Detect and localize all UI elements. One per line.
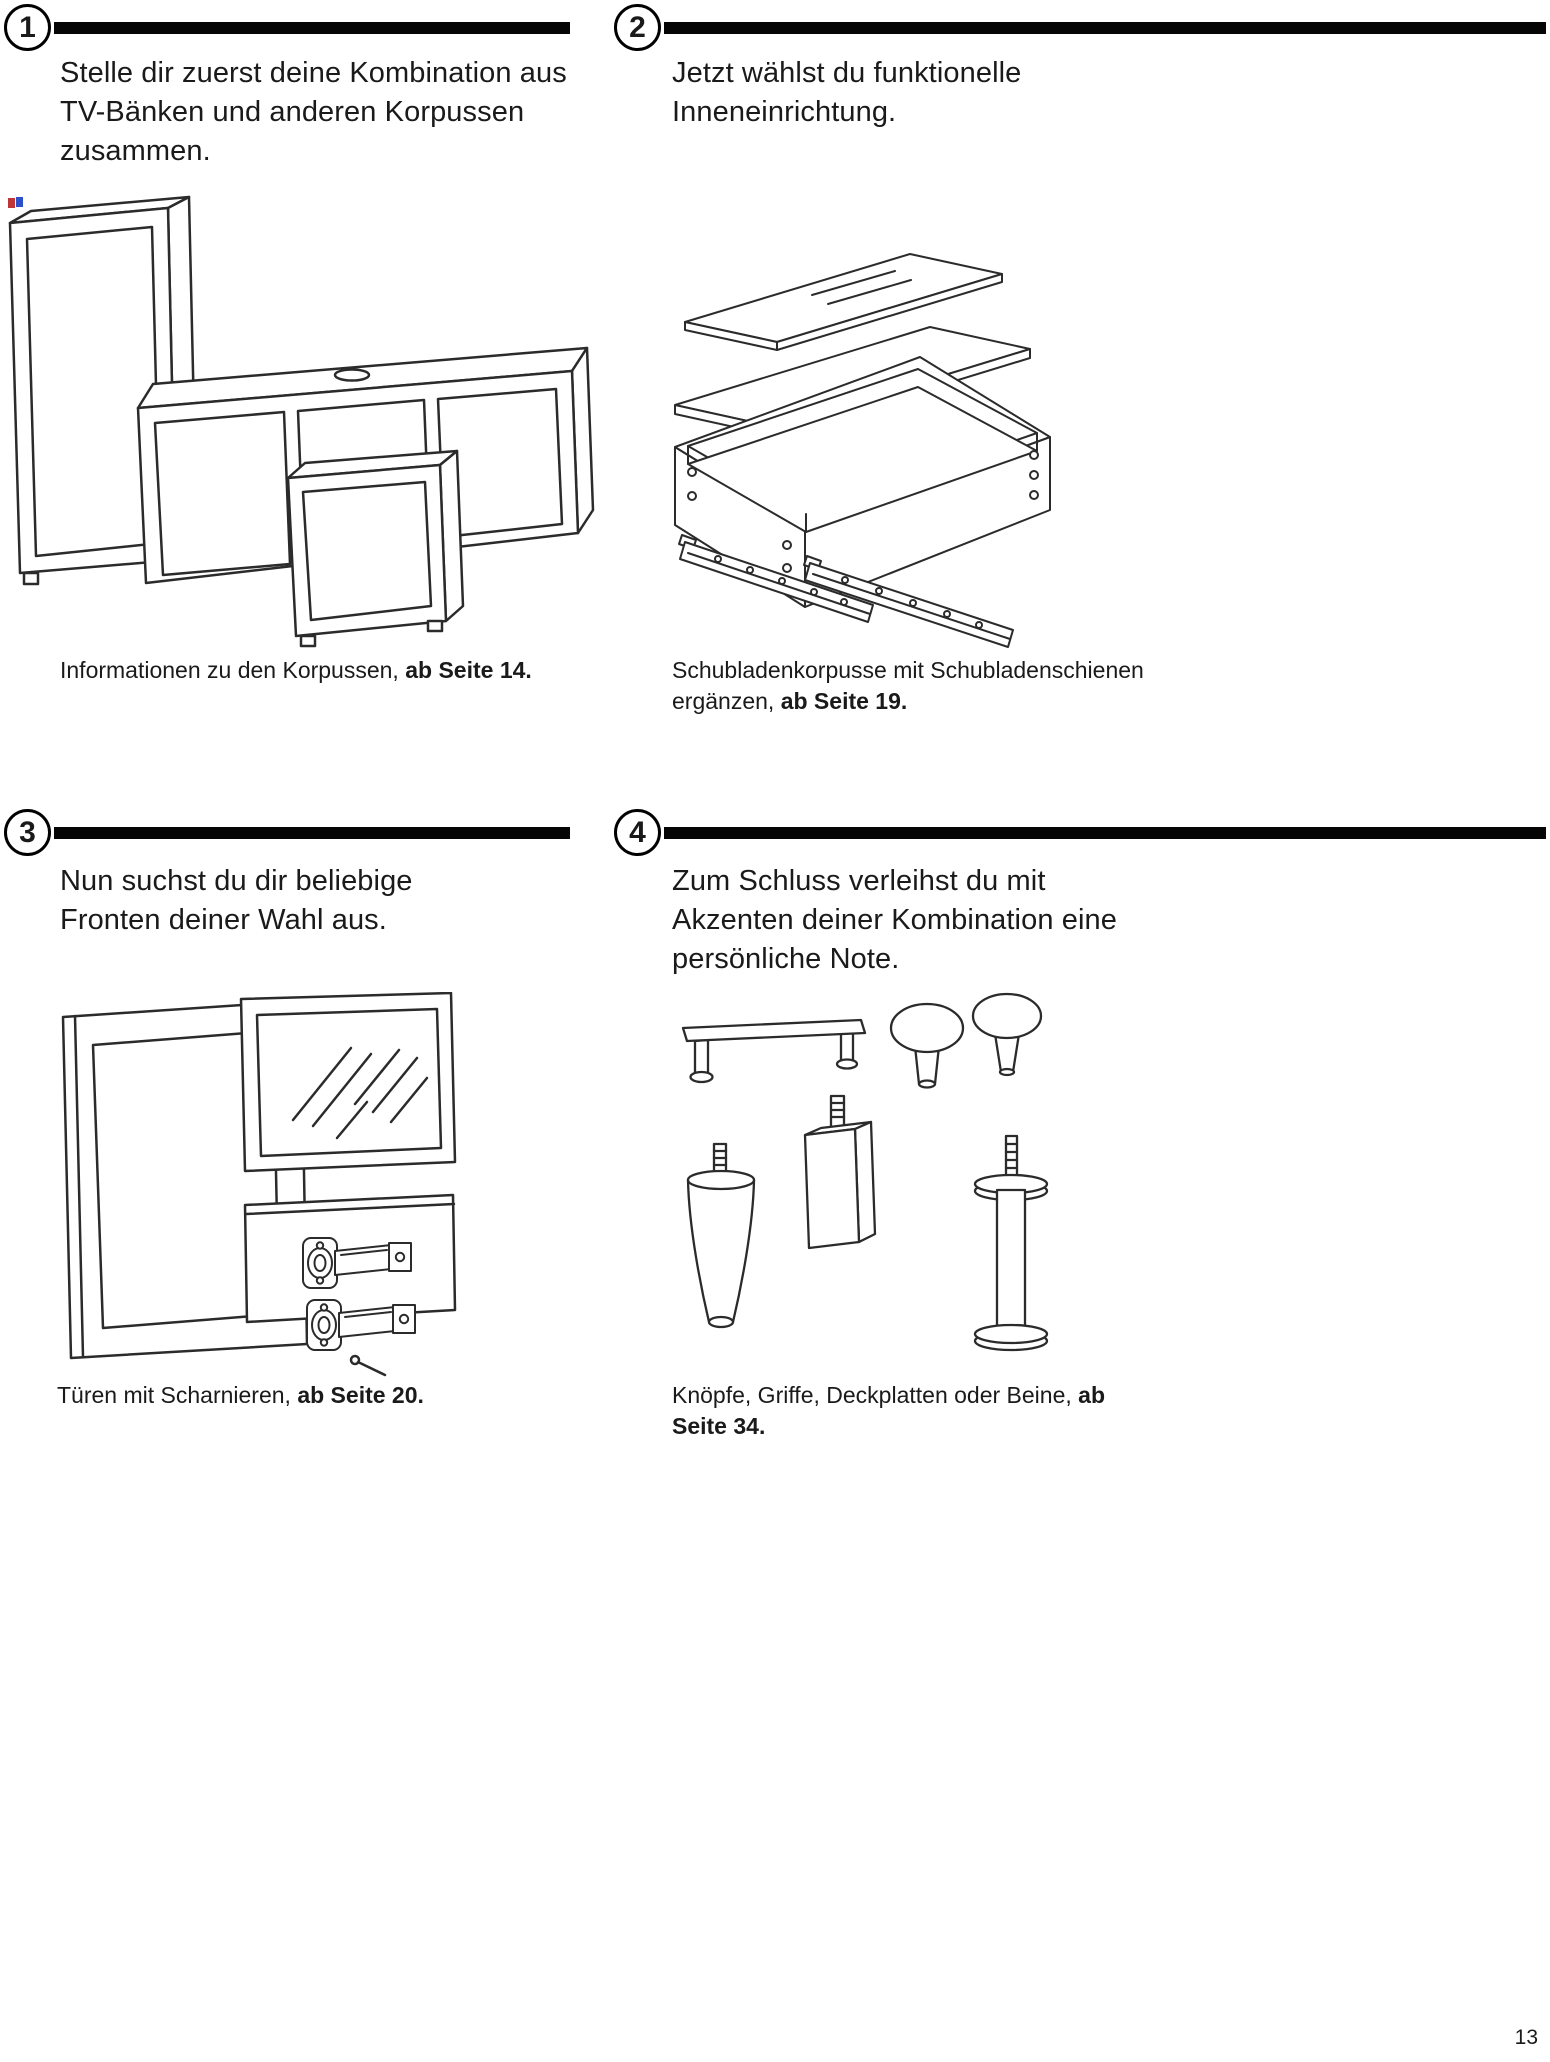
caption-text: Schubladenkorpusse mit Schubladenschiene… — [672, 657, 1144, 714]
drawer-parts-illustration — [660, 242, 1080, 652]
tapered-leg — [686, 1142, 756, 1329]
step-1-header: 1 — [4, 4, 570, 51]
hinge-screw — [349, 1354, 387, 1377]
step-3-number-badge: 3 — [4, 809, 51, 856]
step-2-number-badge: 2 — [614, 4, 661, 51]
step-rule — [54, 21, 570, 34]
accents-drawing — [681, 992, 1049, 1352]
doors-hinges-drawing — [61, 991, 457, 1377]
top-panel — [684, 253, 1003, 351]
step-3-heading: Nun suchst du dir beliebige Fronten dein… — [60, 865, 413, 936]
step-number: 4 — [629, 815, 646, 849]
step-rule — [54, 826, 570, 839]
step-2-caption: Schubladenkorpusse mit Schubladenschiene… — [672, 655, 1152, 717]
step-number: 1 — [19, 10, 36, 44]
caption-page-ref: ab Seite 34. — [672, 1382, 1105, 1439]
caption-page-ref: ab Seite 14. — [405, 657, 532, 683]
step-4-heading: Zum Schluss verleihst du mit Akzenten de… — [672, 865, 1117, 975]
step-1-heading: Stelle dir zuerst deine Kombination aus … — [60, 57, 567, 167]
step-2-heading: Jetzt wählst du funktionelle Inneneinric… — [672, 57, 1022, 128]
print-artifact-mark — [8, 196, 24, 214]
step-4-number-badge: 4 — [614, 809, 661, 856]
step-number: 2 — [629, 10, 646, 44]
handle — [681, 1018, 867, 1084]
tv-bench-frames-drawing — [8, 195, 595, 648]
square-leg — [803, 1094, 877, 1250]
cube-frame — [286, 449, 465, 648]
step-2-header: 2 — [614, 4, 1546, 51]
step-3-header: 3 — [4, 809, 570, 856]
round-knob-left — [889, 1002, 965, 1089]
drawer-rail-left — [678, 534, 874, 623]
caption-page-ref: ab Seite 19. — [780, 688, 908, 714]
step-1-number-badge: 1 — [4, 4, 51, 51]
caption-page-ref: ab Seite 20. — [297, 1382, 424, 1408]
step-rule — [664, 21, 1546, 34]
tv-bench-frames-illustration — [0, 192, 600, 662]
step-4-header: 4 — [614, 809, 1546, 856]
drawer-box — [674, 356, 1051, 608]
round-knob-right — [971, 992, 1043, 1077]
glass-door — [239, 991, 457, 1173]
step-4-caption: Knöpfe, Griffe, Deckplatten oder Beine, … — [672, 1380, 1122, 1442]
step-rule — [664, 826, 1546, 839]
drawer-rail-right — [803, 555, 1014, 648]
doors-hinges-illustration — [55, 991, 465, 1392]
drawer-parts-drawing — [674, 253, 1051, 648]
page-number: 13 — [1514, 2026, 1538, 2049]
step-3-caption: Türen mit Scharnieren, ab Seite 20. — [57, 1380, 577, 1411]
caption-text: Türen mit Scharnieren, — [57, 1382, 298, 1408]
tall-open-frame — [8, 195, 199, 586]
caption-text: Informationen zu den Korpussen, — [60, 657, 406, 683]
accents-illustration — [665, 988, 1065, 1398]
caption-text: Knöpfe, Griffe, Deckplatten oder Beine, — [672, 1382, 1079, 1408]
artifact-glyph — [8, 197, 23, 208]
step-number: 3 — [19, 815, 36, 849]
hinge-pair — [301, 1236, 417, 1377]
cylinder-leg — [973, 1134, 1049, 1352]
step-1-caption: Informationen zu den Korpussen, ab Seite… — [60, 655, 580, 686]
